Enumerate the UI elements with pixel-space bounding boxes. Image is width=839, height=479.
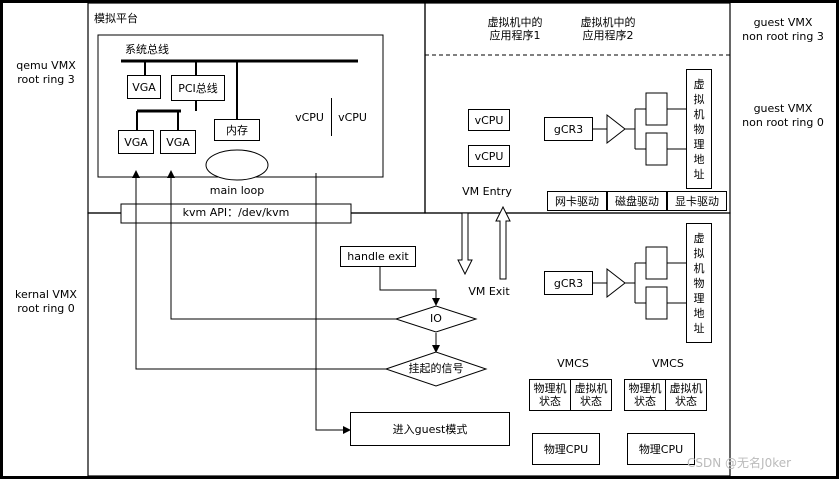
vmcs-label-2: VMCS bbox=[652, 357, 684, 370]
vm-entry-arrow bbox=[457, 212, 473, 276]
vm-entry-label: VM Entry bbox=[462, 185, 512, 198]
vga-box-2: VGA bbox=[118, 130, 154, 154]
vga-box-1: VGA bbox=[127, 75, 161, 99]
guest-phys-addr-box: 虚拟机物理地址 bbox=[686, 69, 712, 189]
qemu-ring-label: qemu VMX root ring 3 bbox=[16, 59, 76, 86]
vga-box-3: VGA bbox=[160, 130, 196, 154]
kernel-region bbox=[87, 212, 731, 476]
guest-ring3-label: guest VMX non root ring 3 bbox=[742, 16, 824, 43]
guest-vcpu-2: vCPU bbox=[468, 145, 510, 167]
guest-gcr3-box: gCR3 bbox=[544, 117, 593, 141]
kvm-api-box bbox=[120, 203, 352, 224]
kernel-phys-addr-label: 虚拟机物理地址 bbox=[693, 231, 705, 335]
gpu-driver-box: 显卡驱动 bbox=[667, 191, 727, 211]
kernel-gcr3-box: gCR3 bbox=[544, 271, 593, 295]
pci-bus-box: PCI总线 bbox=[171, 75, 225, 101]
guest-ring0-label: guest VMX non root ring 0 bbox=[742, 102, 824, 129]
handle-exit-box: handle exit bbox=[340, 246, 416, 267]
csdn-watermark: CSDN @无名J0ker bbox=[687, 456, 792, 470]
vmcs2-virt-state: 虚拟机 状态 bbox=[665, 379, 707, 411]
vmcs1-phys-state: 物理机 状态 bbox=[529, 379, 571, 411]
platform-title: 模拟平台 bbox=[94, 12, 138, 25]
guest-app-1: 虚拟机中的 应用程序1 bbox=[477, 12, 553, 46]
main-loop-label: main loop bbox=[209, 184, 265, 197]
vm-exit-label: VM Exit bbox=[468, 285, 510, 298]
diagram-canvas: qemu VMX root ring 3 kernal VMX root rin… bbox=[3, 3, 836, 476]
vmcs2-phys-state: 物理机 状态 bbox=[624, 379, 666, 411]
physical-cpu-2: 物理CPU bbox=[627, 433, 695, 465]
io-label: IO bbox=[430, 312, 442, 325]
guest-vcpu-1: vCPU bbox=[468, 109, 510, 131]
guest-app-2: 虚拟机中的 应用程序2 bbox=[570, 12, 646, 46]
vcpu-box-2: vCPU bbox=[331, 98, 373, 136]
vm-exit-arrow bbox=[495, 205, 511, 280]
signal-diamond bbox=[384, 351, 488, 387]
kernal-ring-label: kernal VMX root ring 0 bbox=[15, 288, 77, 315]
physical-cpu-1: 物理CPU bbox=[532, 433, 600, 465]
kvm-api-label: kvm API：/dev/kvm bbox=[182, 206, 290, 219]
system-bus-label: 系统总线 bbox=[125, 43, 169, 56]
guest-phys-addr-label: 虚拟机物理地址 bbox=[693, 77, 705, 181]
main-loop-ellipse bbox=[205, 149, 269, 181]
vmcs-label-1: VMCS bbox=[557, 357, 589, 370]
vmcs1-virt-state: 虚拟机 状态 bbox=[570, 379, 612, 411]
enter-guest-box: 进入guest模式 bbox=[350, 412, 510, 446]
signal-label: 挂起的信号 bbox=[408, 362, 464, 375]
diagram-lines bbox=[87, 3, 731, 476]
vcpu-box-1: vCPU bbox=[288, 98, 331, 136]
io-diamond bbox=[394, 305, 478, 333]
kernel-phys-addr-box: 虚拟机物理地址 bbox=[686, 223, 712, 343]
memory-box: 内存 bbox=[214, 119, 260, 141]
nic-driver-box: 网卡驱动 bbox=[547, 191, 607, 211]
disk-driver-box: 磁盘驱动 bbox=[607, 191, 667, 211]
